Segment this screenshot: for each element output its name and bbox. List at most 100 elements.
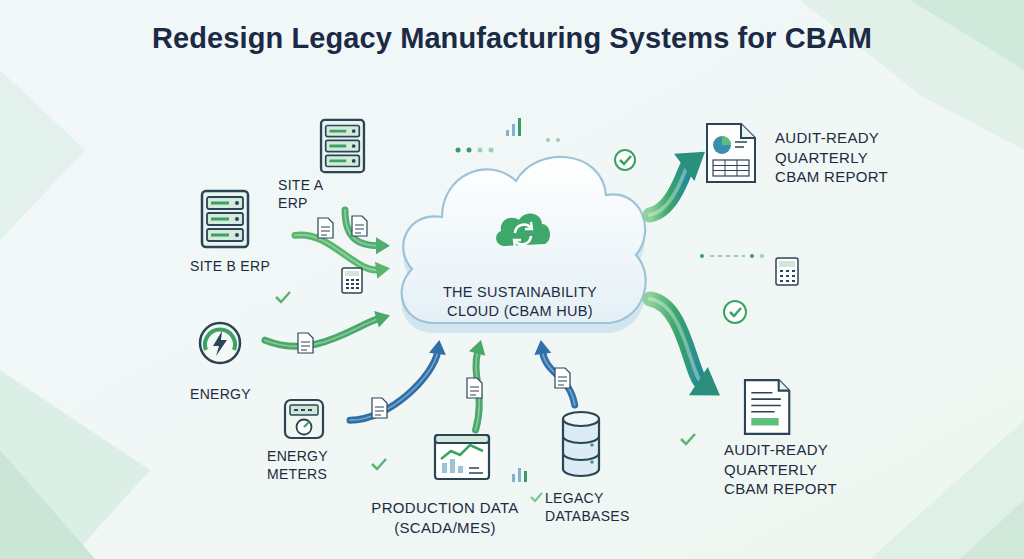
calculator-body bbox=[776, 258, 798, 285]
arrow-line bbox=[650, 299, 703, 384]
icon-polyline bbox=[441, 445, 483, 459]
diagram-title: Redesign Legacy Manufacturing Systems fo… bbox=[0, 22, 1024, 55]
bar bbox=[518, 468, 521, 482]
icon-circle bbox=[590, 443, 594, 447]
arrow-head bbox=[376, 237, 390, 254]
bar bbox=[524, 471, 527, 482]
report-node: AUDIT-READY QUARTERLY CBAM REPORT bbox=[720, 378, 850, 503]
icon-circle bbox=[297, 420, 312, 435]
icon-path bbox=[713, 160, 749, 176]
arrow-highlight bbox=[345, 210, 379, 246]
source-icon-node: PRODUCTION DATA (SCADA/MES) bbox=[355, 430, 535, 545]
icon-path bbox=[329, 131, 346, 161]
arrow-line bbox=[345, 210, 379, 246]
icon-svg bbox=[705, 122, 757, 184]
icon-circle bbox=[200, 323, 240, 363]
bar bbox=[512, 124, 515, 136]
dot bbox=[546, 138, 550, 142]
icon-path bbox=[211, 203, 229, 235]
file-icon bbox=[372, 398, 387, 418]
calculator-keys bbox=[346, 280, 359, 288]
icon-path bbox=[707, 124, 755, 182]
node-label: SITE B ERP bbox=[190, 257, 295, 275]
source-icon-node: ENERGY METERS bbox=[265, 395, 350, 485]
icon-circle bbox=[352, 159, 356, 163]
node-label: PRODUCTION DATA (SCADA/MES) bbox=[357, 498, 533, 537]
dot bbox=[478, 148, 483, 153]
icon-rect bbox=[442, 463, 447, 473]
node-icon bbox=[283, 398, 325, 440]
arrow-highlight bbox=[295, 235, 379, 270]
calculator-icon bbox=[342, 268, 362, 293]
bar-chart-icon bbox=[512, 468, 527, 482]
file-sheet bbox=[352, 216, 367, 236]
icon-svg bbox=[283, 398, 325, 440]
node-label: THE SUSTAINABILITY CLOUD (CBAM HUB) bbox=[432, 283, 608, 321]
arrow-head bbox=[375, 262, 390, 279]
icon-svg bbox=[560, 409, 602, 479]
node-label: LEGACY DATABASES bbox=[545, 489, 635, 525]
node-icon bbox=[433, 433, 491, 481]
file-sheet bbox=[298, 333, 313, 353]
report-node: AUDIT-READY QUARTERLY CBAM REPORT bbox=[705, 118, 900, 193]
source-icon-node: LEGACY DATABASES bbox=[545, 405, 635, 535]
system-icon-node: SITE A ERP bbox=[275, 118, 375, 210]
file-icon bbox=[318, 218, 333, 238]
dot bbox=[700, 254, 704, 258]
arrow-head bbox=[374, 311, 390, 327]
icon-rect bbox=[202, 191, 248, 247]
arrow-highlight bbox=[350, 351, 438, 420]
arrow-highlight bbox=[650, 164, 688, 215]
icon-path bbox=[751, 393, 781, 412]
icon-path bbox=[514, 240, 521, 247]
node-label: AUDIT-READY QUARTERLY CBAM REPORT bbox=[724, 440, 842, 499]
dot-row bbox=[456, 138, 561, 153]
flow-arrow bbox=[295, 235, 390, 279]
icon-path bbox=[563, 436, 599, 460]
node-icon bbox=[560, 409, 602, 479]
icon-path bbox=[722, 136, 731, 145]
dot-row bbox=[700, 254, 764, 258]
icon-path bbox=[304, 422, 309, 427]
file-lines bbox=[301, 342, 310, 350]
icon-rect bbox=[435, 435, 489, 443]
calculator-body bbox=[342, 268, 362, 293]
arrow-head bbox=[429, 340, 446, 355]
background-facet bbox=[910, 0, 1024, 70]
icon-rect bbox=[435, 435, 489, 479]
icon-rect bbox=[285, 400, 323, 438]
arrow-line bbox=[295, 235, 379, 270]
check-badge bbox=[724, 301, 746, 323]
check-circle bbox=[615, 150, 635, 170]
file-sheet bbox=[555, 368, 570, 388]
dot bbox=[489, 148, 494, 153]
node-label: ENERGY METERS bbox=[267, 447, 350, 483]
arrow-line bbox=[350, 351, 438, 420]
check-mark bbox=[730, 308, 741, 316]
check-mark bbox=[681, 434, 695, 444]
file-lines bbox=[355, 225, 364, 233]
flow-arrow bbox=[650, 152, 705, 215]
file-lines bbox=[558, 377, 567, 385]
background-facet bbox=[0, 70, 85, 240]
check-mark bbox=[531, 493, 542, 501]
arrow-head bbox=[534, 340, 551, 355]
icon-circle bbox=[235, 233, 239, 237]
icon-path bbox=[496, 214, 550, 246]
icon-circle bbox=[352, 129, 356, 133]
arrow-highlight bbox=[265, 318, 379, 346]
arrow-line bbox=[650, 164, 688, 215]
arrow-line bbox=[542, 351, 574, 405]
icon-rect bbox=[290, 405, 318, 415]
icon-svg bbox=[200, 189, 250, 249]
icon-rect bbox=[458, 466, 463, 473]
icon-circle bbox=[235, 201, 239, 205]
file-icon bbox=[467, 378, 482, 398]
flow-arrow bbox=[350, 340, 446, 420]
background-facet bbox=[0, 370, 150, 559]
flow-arrow bbox=[650, 299, 720, 396]
bar bbox=[518, 118, 521, 136]
check-mark bbox=[620, 156, 631, 164]
icon-path bbox=[563, 419, 599, 476]
arrow-head bbox=[674, 152, 705, 181]
